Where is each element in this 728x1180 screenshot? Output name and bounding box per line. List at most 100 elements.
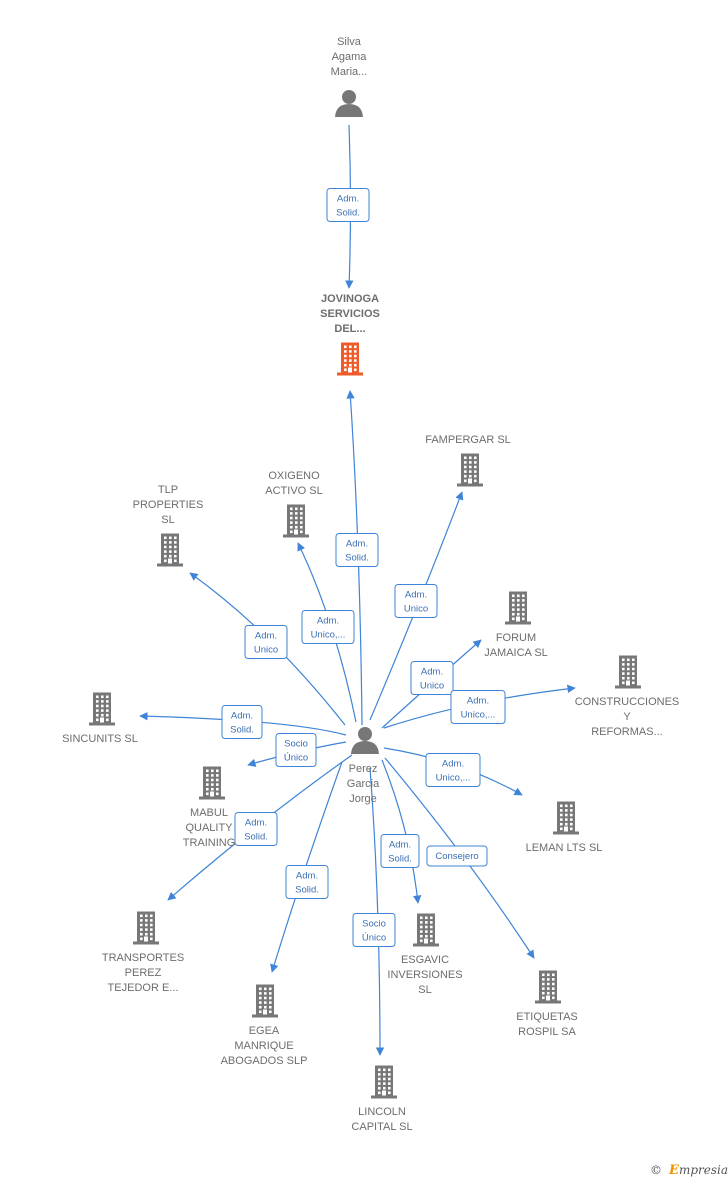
node-label: MANRIQUE — [234, 1040, 293, 1052]
node-label: OXIGENO — [268, 470, 320, 482]
building-icon — [413, 913, 439, 947]
node-sincunits[interactable]: SINCUNITS SL — [62, 692, 138, 746]
node-silva[interactable]: SilvaAgamaMaria... — [331, 36, 368, 117]
role-badge-construcciones[interactable]: Adm. Unico,... — [450, 690, 506, 724]
role-badge-text: Adm. — [467, 696, 489, 707]
role-badge-box — [234, 812, 278, 846]
role-badge-box — [244, 625, 288, 659]
node-label: TRANSPORTES — [102, 952, 184, 964]
node-label: CONSTRUCCIONES — [575, 696, 680, 708]
person-icon — [351, 727, 379, 754]
node-label: Y — [623, 711, 631, 723]
node-label: PROPERTIES — [133, 499, 204, 511]
footer-brand: © E mpresia — [650, 1163, 728, 1178]
role-badge-box — [410, 661, 454, 695]
node-label: LEMAN LTS SL — [526, 842, 603, 854]
node-etiquetas[interactable]: ETIQUETAS ROSPIL SA — [516, 970, 578, 1039]
node-label: ACTIVO SL — [265, 485, 322, 497]
role-badge-text: Adm. — [296, 871, 318, 882]
node-label: FORUM — [496, 632, 536, 644]
role-badge-text: Adm. — [231, 711, 253, 722]
role-badge-sincunits[interactable]: Adm. Solid. — [221, 705, 263, 739]
role-badge-box — [352, 913, 396, 947]
role-badge-text: Solid. — [230, 725, 254, 736]
node-label: PEREZ — [125, 967, 162, 979]
building-icon — [337, 342, 363, 376]
brand-initial: E — [668, 1163, 680, 1178]
building-icon — [133, 911, 159, 945]
node-label: SL — [418, 984, 431, 996]
node-label: REFORMAS... — [591, 726, 663, 738]
node-label: TRAINING — [183, 837, 236, 849]
brand-name: mpresia — [679, 1163, 728, 1177]
building-icon — [535, 970, 561, 1004]
node-construcciones[interactable]: CONSTRUCCIONES Y REFORMAS... — [575, 655, 680, 739]
node-jovinoga[interactable]: JOVINOGASERVICIOSDEL... — [320, 293, 380, 376]
edge-perez-to-esgavic — [381, 759, 422, 904]
role-badge-egea[interactable]: Adm.Solid. — [285, 865, 329, 899]
node-label: Agama — [332, 51, 368, 63]
node-label: JOVINOGA — [321, 293, 379, 305]
role-badge-text: Adm. — [245, 818, 267, 829]
role-badge-box — [275, 733, 317, 767]
role-badge-text: Unico — [420, 681, 444, 692]
role-badge-text: Solid. — [336, 208, 360, 219]
role-badge-text: Unico — [404, 604, 428, 615]
building-icon — [371, 1065, 397, 1099]
node-label: CAPITAL SL — [351, 1121, 412, 1133]
edge-perez-to-sincunits — [139, 712, 347, 736]
role-badge-box — [301, 610, 355, 644]
role-badge-oxigeno[interactable]: Adm.Unico,... — [301, 610, 355, 644]
role-badge-text: Único — [284, 753, 308, 764]
node-leman[interactable]: LEMAN LTS SL — [526, 801, 603, 855]
role-badge-text: Socio — [362, 919, 386, 930]
role-badge-text: Unico — [254, 645, 278, 656]
node-label: EGEA — [249, 1025, 280, 1037]
node-fampergar[interactable]: FAMPERGAR SL — [425, 434, 511, 487]
node-label: QUALITY — [185, 822, 233, 834]
role-badge-esgavic[interactable]: Adm. Solid. — [380, 834, 420, 868]
role-badge-transportes[interactable]: Adm.Solid. — [234, 812, 278, 846]
role-badge-forum[interactable]: Adm.Unico — [410, 661, 454, 695]
role-badge-box — [335, 533, 379, 567]
role-badge-etiquetas[interactable]: Consejero — [426, 845, 488, 867]
role-badge-text: Adm. — [442, 759, 464, 770]
role-badge-jovinoga[interactable]: Adm.Solid. — [326, 188, 370, 222]
role-badge-text: Unico,... — [311, 630, 346, 641]
building-icon — [505, 591, 531, 625]
node-oxigeno[interactable]: OXIGENO ACTIVO SL — [265, 470, 323, 538]
node-forum[interactable]: FORUM JAMAICA SL — [484, 591, 548, 660]
building-icon — [157, 533, 183, 567]
node-label: JAMAICA SL — [484, 647, 548, 659]
role-badge-text: Consejero — [435, 851, 478, 862]
building-icon — [199, 766, 225, 800]
building-icon — [457, 453, 483, 487]
node-label: ESGAVIC — [401, 954, 449, 966]
node-label: SINCUNITS SL — [62, 733, 138, 745]
role-badge-text: Unico,... — [461, 710, 496, 721]
node-label: ROSPIL SA — [518, 1026, 576, 1038]
node-label: FAMPERGAR SL — [425, 434, 511, 446]
role-badge-jovinoga[interactable]: Adm.Solid. — [335, 533, 379, 567]
role-badge-fampergar[interactable]: Adm.Unico — [394, 584, 438, 618]
building-icon — [615, 655, 641, 689]
role-badge-tlp[interactable]: Adm.Unico — [244, 625, 288, 659]
building-icon — [283, 504, 309, 538]
node-label: SL — [161, 514, 174, 526]
role-badge-box — [394, 584, 438, 618]
person-icon — [335, 90, 363, 117]
node-label: ETIQUETAS — [516, 1011, 578, 1023]
role-badge-text: Solid. — [388, 854, 412, 865]
role-badge-leman[interactable]: Adm.Unico,... — [425, 753, 481, 787]
role-badge-text: Adm. — [389, 840, 411, 851]
